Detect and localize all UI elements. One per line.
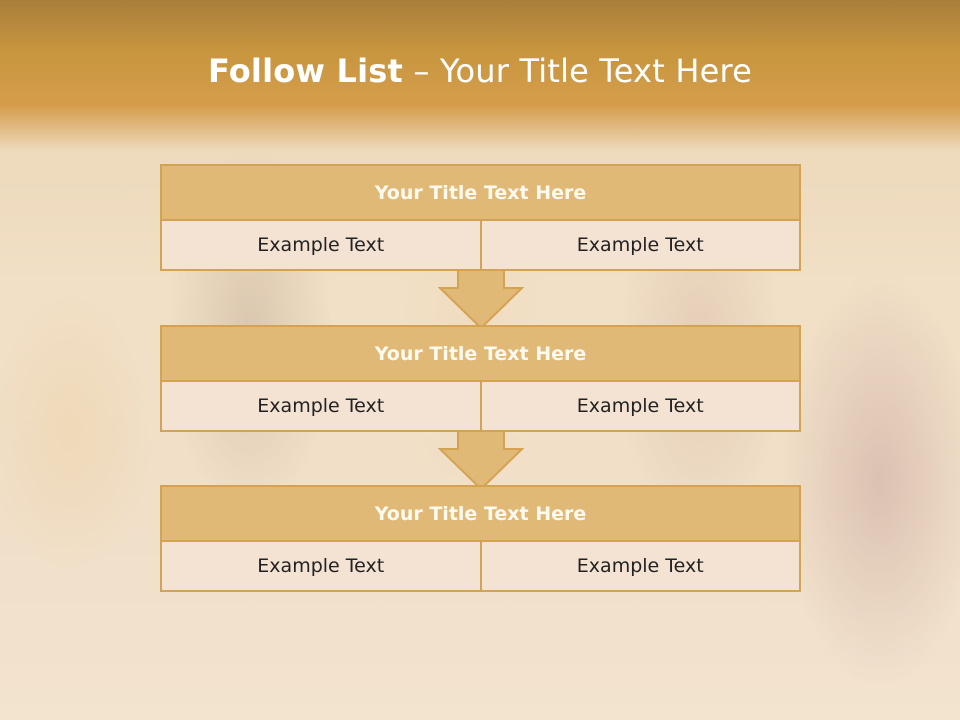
step-cell-right: Example Text (481, 542, 801, 592)
slide-title-bold: Follow List (207, 52, 404, 90)
title-banner (0, 0, 960, 150)
step-cell-right: Example Text (481, 382, 801, 432)
follow-step-2: Your Title Text Here Example Text Exampl… (160, 325, 801, 432)
down-arrow-icon (438, 270, 524, 330)
step-cell-left: Example Text (160, 382, 482, 432)
slide-title-rest: – Your Title Text Here (403, 52, 753, 90)
step-row: Example Text Example Text (160, 221, 801, 271)
follow-step-3: Your Title Text Here Example Text Exampl… (160, 485, 801, 592)
slide-title: Follow List – Your Title Text Here (0, 52, 960, 90)
step-row: Example Text Example Text (160, 542, 801, 592)
down-arrow-icon (438, 431, 524, 491)
step-title: Your Title Text Here (160, 325, 801, 382)
step-title: Your Title Text Here (160, 164, 801, 221)
step-cell-left: Example Text (160, 542, 482, 592)
follow-step-1: Your Title Text Here Example Text Exampl… (160, 164, 801, 271)
step-cell-right: Example Text (481, 221, 801, 271)
step-cell-left: Example Text (160, 221, 482, 271)
step-row: Example Text Example Text (160, 382, 801, 432)
step-title: Your Title Text Here (160, 485, 801, 542)
